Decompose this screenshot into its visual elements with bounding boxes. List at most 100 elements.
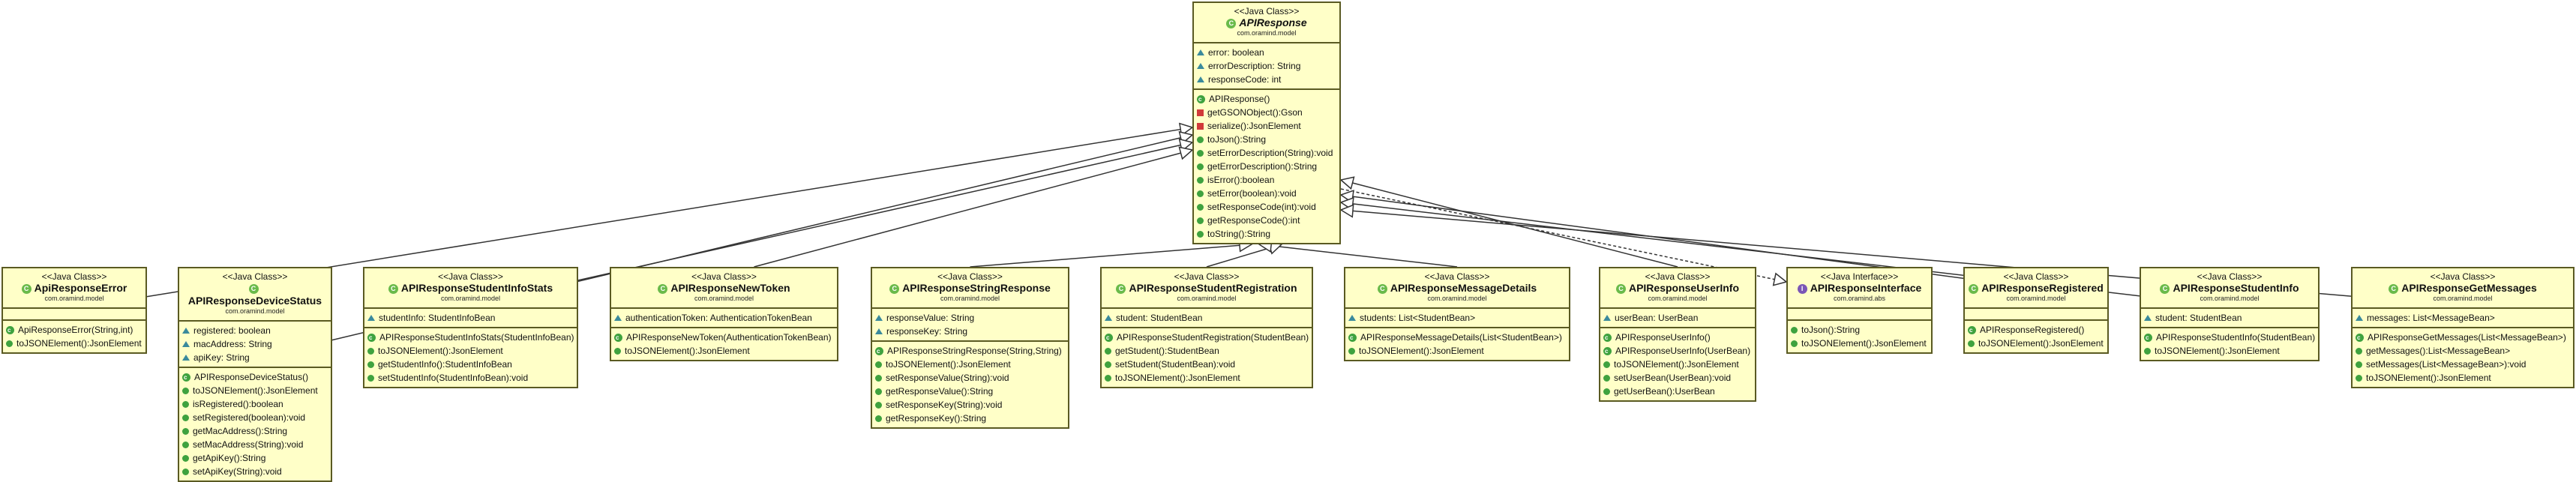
method-row: setStudentInfo(StudentInfoBean):void <box>367 371 574 385</box>
package-visibility-icon <box>875 315 883 321</box>
method-row: setUserBean(UserBean):void <box>1603 371 1752 385</box>
public-visibility-icon <box>1197 149 1204 157</box>
public-visibility-icon <box>2356 361 2362 368</box>
method-row: APIResponseNewToken(AuthenticationTokenB… <box>614 331 834 345</box>
package-visibility-icon <box>2144 315 2152 321</box>
method-row: APIResponseUserInfo() <box>1603 331 1752 345</box>
interface-icon: I <box>1797 283 1807 294</box>
generalization-edge <box>754 152 1181 268</box>
class-name-text: APIResponseStringResponse <box>902 282 1051 294</box>
constructor-icon <box>2144 331 2152 345</box>
method-row: APIResponseStudentInfo(StudentBean) <box>2144 331 2315 345</box>
method-signature: toJSONElement():JsonElement <box>193 385 318 396</box>
fields-section <box>1965 309 2107 321</box>
methods-section: APIResponseStringResponse(String,String)… <box>872 342 1068 427</box>
method-row: toJSONElement():JsonElement <box>2144 344 2315 358</box>
package-visibility-icon <box>1603 315 1611 321</box>
methods-section: ApiResponseError(String,int) toJSONElemen… <box>3 321 145 352</box>
method-signature: setResponseKey(String):void <box>886 400 1003 410</box>
constructor-icon <box>1105 331 1113 345</box>
method-row: setMacAddress(String):void <box>182 438 328 451</box>
field-declaration: authenticationToken: AuthenticationToken… <box>625 313 812 323</box>
method-signature: APIResponseGetMessages(List<MessageBean>… <box>2368 332 2566 343</box>
fields-section: student: StudentBean <box>2141 309 2318 328</box>
package-visibility-icon <box>1197 76 1204 82</box>
field-row: errorDescription: String <box>1197 59 1336 73</box>
generalization-edge <box>1270 245 1458 268</box>
class-stereotype: <<Java Class>> <box>1174 271 1240 282</box>
method-signature: setErrorDescription(String):void <box>1207 148 1333 158</box>
class-name-text: APIResponseStudentRegistration <box>1129 282 1297 294</box>
public-visibility-icon <box>2356 347 2362 355</box>
methods-section: APIResponseNewToken(AuthenticationTokenB… <box>611 328 837 360</box>
method-signature: toJSONElement():JsonElement <box>378 346 503 356</box>
method-signature: toJSONElement():JsonElement <box>1801 338 1927 349</box>
method-signature: APIResponseUserInfo() <box>1615 332 1711 343</box>
method-row: toJSONElement():JsonElement <box>875 358 1065 371</box>
class-package: com.oramind.model <box>694 295 754 302</box>
class-icon: C <box>658 283 668 294</box>
constructor-icon <box>367 331 376 345</box>
generalization-arrowhead <box>1178 146 1194 160</box>
method-signature: getResponseKey():String <box>886 413 987 424</box>
method-row: setResponseKey(String):void <box>875 398 1065 412</box>
field-row: error: boolean <box>1197 46 1336 59</box>
method-row: toJSONElement():JsonElement <box>182 384 328 397</box>
method-row: setMessages(List<MessageBean>):void <box>2356 358 2570 371</box>
method-row: APIResponseStringResponse(String,String) <box>875 344 1065 358</box>
class-icon: C <box>21 283 31 294</box>
realization-arrowhead <box>1772 272 1788 286</box>
field-declaration: students: List<StudentBean> <box>1360 313 1476 323</box>
method-signature: getUserBean():UserBean <box>1614 386 1715 397</box>
class-icon: C <box>1116 283 1126 294</box>
method-row: getGSONObject():Gson <box>1197 106 1336 119</box>
method-row: getErrorDescription():String <box>1197 160 1336 173</box>
method-row: toJSONElement():JsonElement <box>6 337 142 350</box>
package-visibility-icon <box>614 315 622 321</box>
class-stereotype: <<Java Class>> <box>2430 271 2496 282</box>
generalization-edge <box>1352 182 1678 268</box>
method-signature: setMessages(List<MessageBean>):void <box>2366 359 2527 370</box>
field-declaration: apiKey: String <box>193 352 250 363</box>
class-box-apiresponsedevicestatus[interactable]: <<Java Class>> CAPIResponseDeviceStatus … <box>178 267 332 482</box>
method-row: toJSONElement():JsonElement <box>1348 344 1566 358</box>
method-row: toString():String <box>1197 227 1336 241</box>
method-row: APIResponseUserInfo(UserBean) <box>1603 344 1752 358</box>
method-signature: getErrorDescription():String <box>1207 161 1318 172</box>
public-visibility-icon <box>875 401 882 409</box>
field-declaration: messages: List<MessageBean> <box>2367 313 2495 323</box>
class-name-text: APIResponseStudentInfoStats <box>400 282 553 294</box>
field-row: messages: List<MessageBean> <box>2356 311 2570 325</box>
method-row: setError(boolean):void <box>1197 187 1336 200</box>
class-package: com.oramind.model <box>2200 295 2260 302</box>
method-signature: setStudentInfo(StudentInfoBean):void <box>378 373 529 383</box>
method-row: getResponseKey():String <box>875 412 1065 425</box>
method-signature: ApiResponseError(String,int) <box>18 325 133 335</box>
method-signature: setError(boolean):void <box>1207 188 1297 199</box>
class-name-text: APIResponseInterface <box>1810 282 1922 294</box>
method-signature: getApiKey():String <box>193 453 266 463</box>
public-visibility-icon <box>1105 347 1111 355</box>
field-row: studentInfo: StudentInfoBean <box>367 311 574 325</box>
